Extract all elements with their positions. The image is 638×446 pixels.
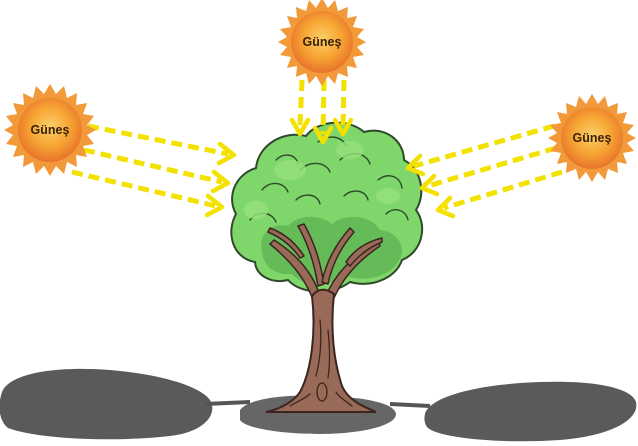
sun-label: Güneş xyxy=(31,123,70,137)
right-shadow xyxy=(424,382,636,442)
sun-label: Güneş xyxy=(303,35,342,49)
right-sun: Güneş xyxy=(548,94,636,182)
left-shadow xyxy=(0,369,212,439)
tree-trunk xyxy=(266,290,376,412)
sun-icon: Güneş xyxy=(278,0,366,86)
right-sun-rays xyxy=(408,126,562,216)
sun-icon: Güneş xyxy=(4,84,96,176)
left-sun: Güneş xyxy=(4,84,96,176)
top-sun-rays xyxy=(292,80,351,142)
tree-icon xyxy=(231,123,422,412)
top-sun: Güneş xyxy=(278,0,366,86)
left-sun-rays xyxy=(72,126,234,215)
sun-icon: Güneş xyxy=(548,94,636,182)
sun-label: Güneş xyxy=(573,131,612,145)
